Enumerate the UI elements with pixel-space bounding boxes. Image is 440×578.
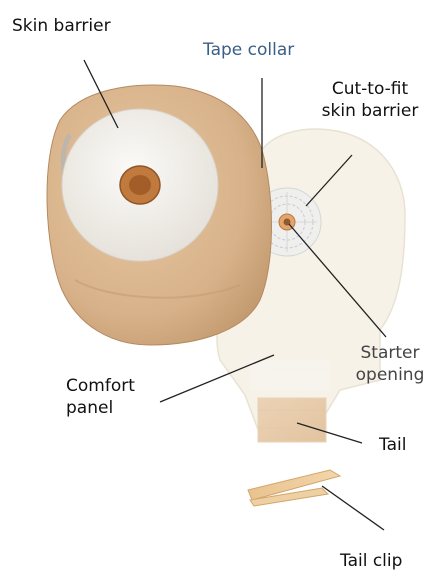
label-comfort-line1: Comfort — [66, 375, 135, 397]
label-tail-clip: Tail clip — [340, 550, 402, 572]
label-comfort-panel: Comfort panel — [66, 375, 135, 419]
label-cut-to-fit-line2: skin barrier — [310, 100, 430, 122]
label-starter-line2: opening — [345, 364, 435, 386]
label-skin-barrier: Skin barrier — [12, 15, 111, 37]
label-cut-to-fit: Cut-to-fit skin barrier — [310, 78, 430, 122]
label-cut-to-fit-line1: Cut-to-fit — [310, 78, 430, 100]
label-tail: Tail — [379, 434, 406, 456]
comfort-panel — [250, 360, 330, 390]
label-comfort-line2: panel — [66, 397, 135, 419]
leader-tail-clip — [322, 486, 384, 530]
label-starter-opening: Starter opening — [345, 342, 435, 386]
label-starter-line1: Starter — [345, 342, 435, 364]
tail — [258, 398, 326, 442]
tail-clip — [248, 470, 340, 506]
skin-barrier-wafer — [62, 109, 218, 261]
label-tape-collar: Tape collar — [203, 39, 294, 61]
